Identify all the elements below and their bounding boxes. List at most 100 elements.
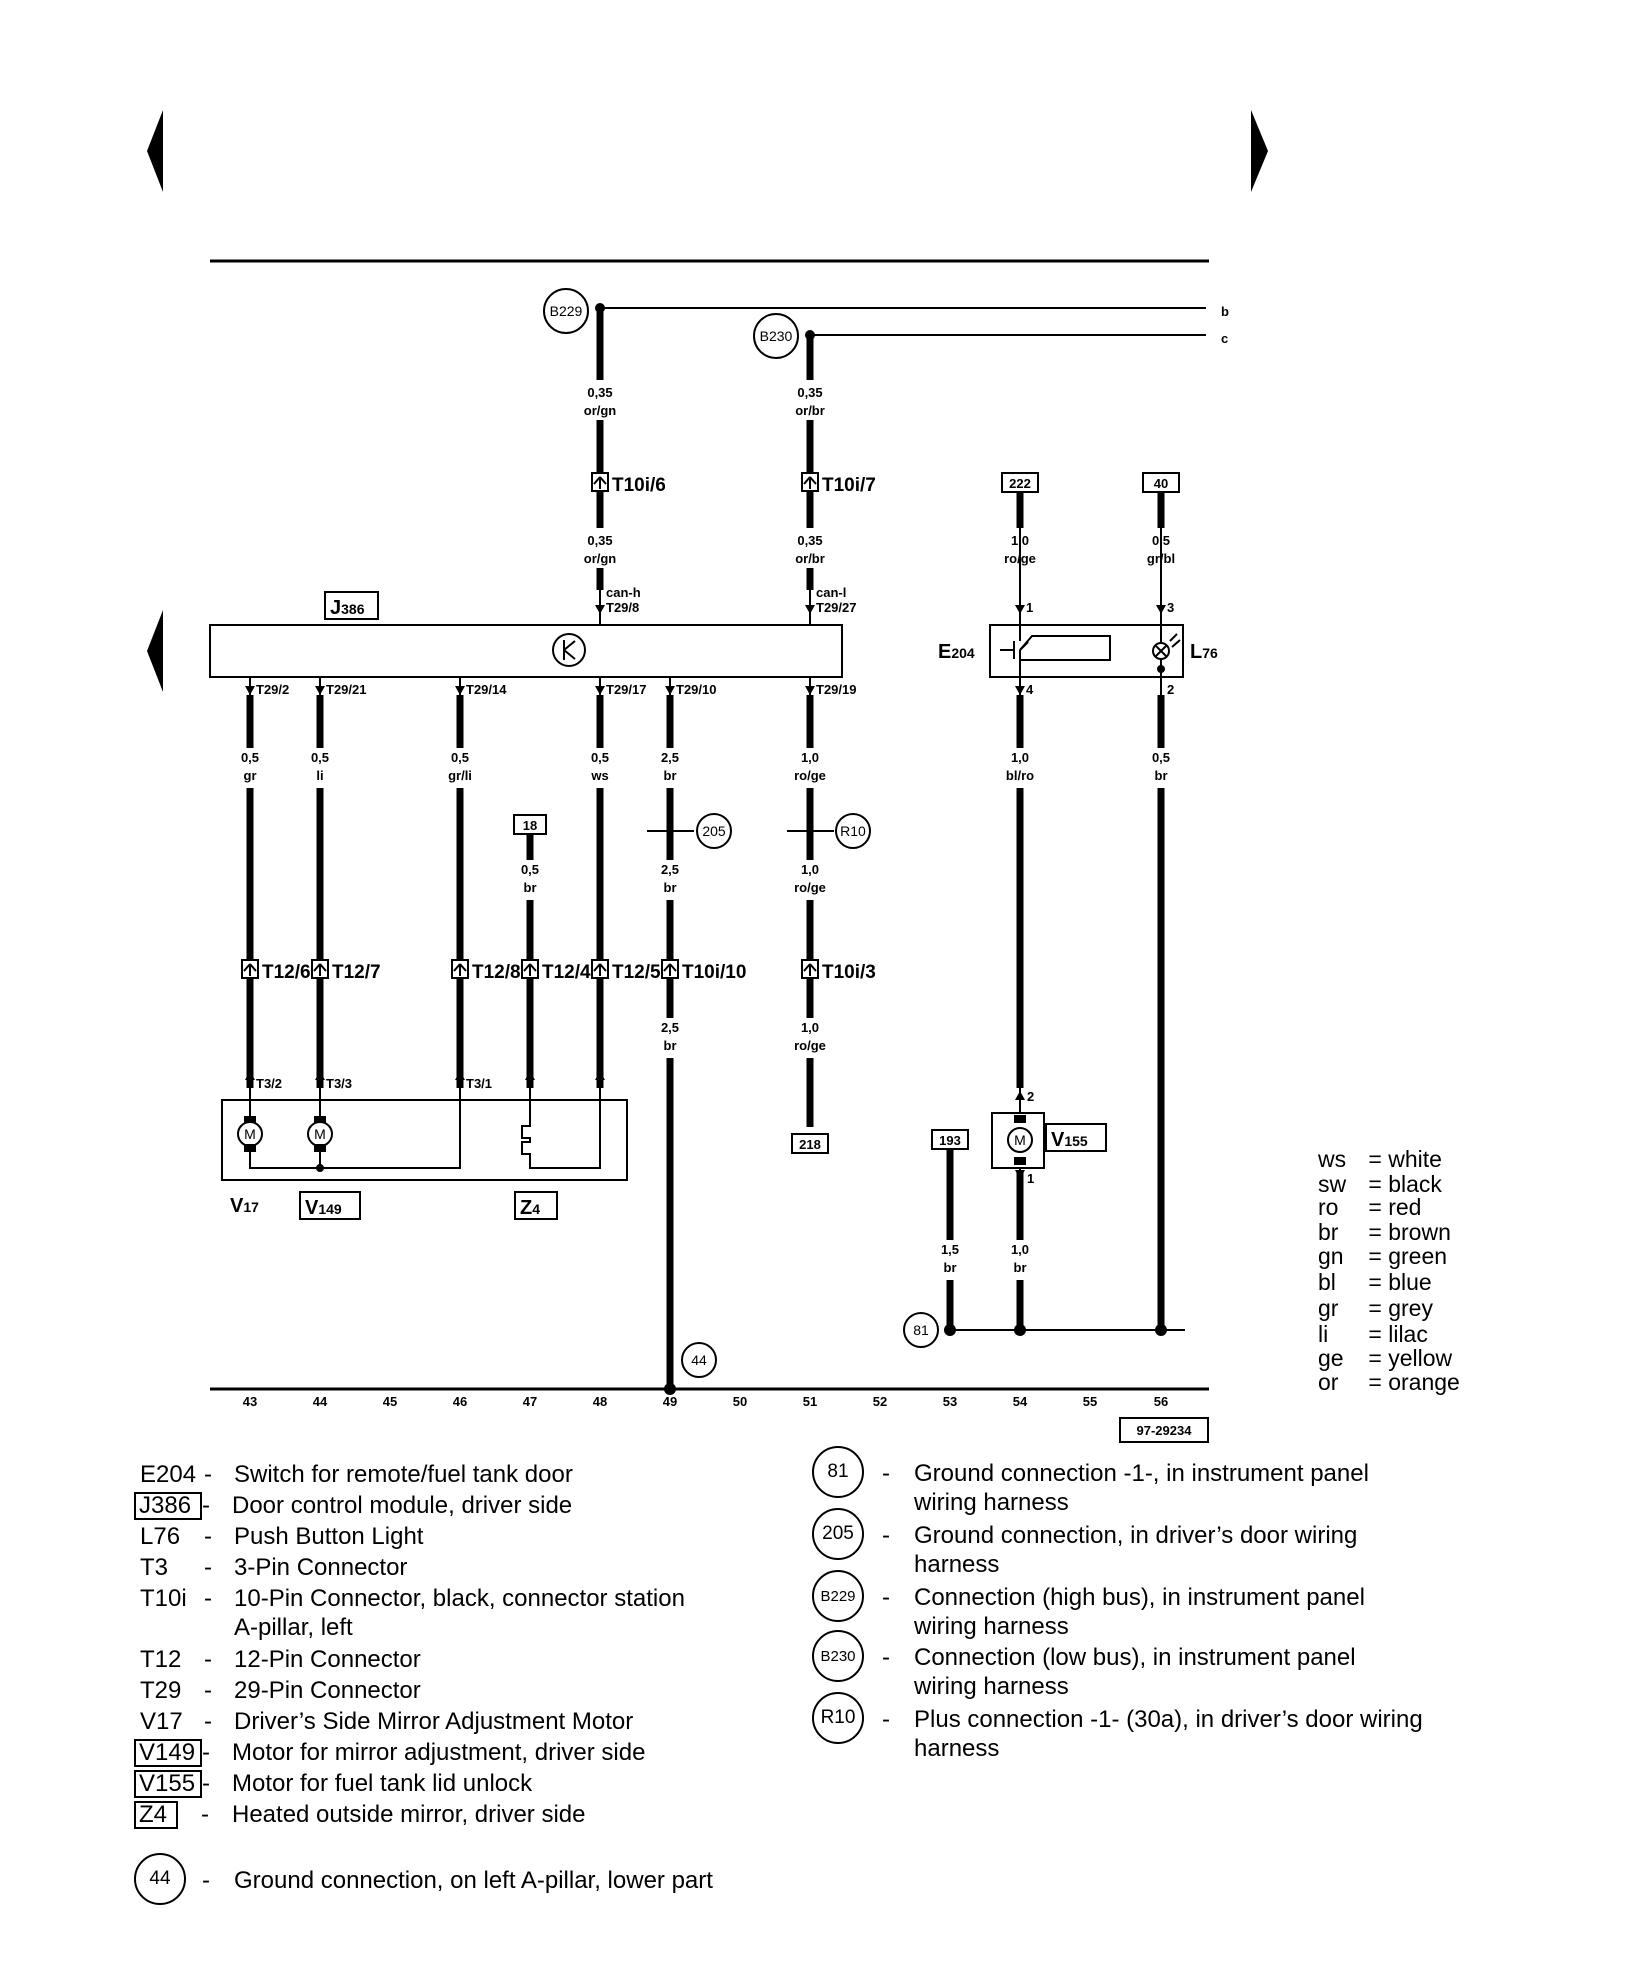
module-j386 [209, 624, 843, 678]
legend-connection-b230-icon: B230 [812, 1630, 864, 1682]
wire-spec-color: gr [244, 768, 257, 783]
color-code-row: gn = green [1318, 1243, 1448, 1269]
svg-text:51: 51 [803, 1394, 817, 1409]
svg-text:55: 55 [1083, 1394, 1097, 1409]
label-e204: E204 [938, 641, 975, 663]
pin-label: T29/17 [606, 682, 646, 697]
wire-spec-size: 0,35 [587, 533, 612, 548]
wire-spec-size: 0,5 [241, 750, 259, 765]
color-code-row: li = lilac [1318, 1321, 1428, 1347]
motor-v155: M [991, 1112, 1045, 1169]
pin-label: 1 [1026, 600, 1033, 615]
legend-item: V155-Motor for fuel tank lid unlock [134, 1769, 532, 1798]
label-l76: L76 [1190, 641, 1218, 663]
motor-v17-symbol: M [237, 1116, 263, 1152]
wire-spec-size: 0,5 [1152, 750, 1170, 765]
figure-id: 97-29234 [1119, 1417, 1209, 1443]
bus-c-label: c [1221, 331, 1228, 346]
legend-item: -Plus connection -1- (30a), in driver’s … [882, 1706, 1423, 1762]
wire-spec-size: 0,35 [587, 385, 612, 400]
switch-e204-light-l76 [989, 624, 1184, 678]
plus-point-r10: R10 [835, 813, 871, 849]
label-v17: V17 [230, 1195, 259, 1217]
legend-item: -Ground connection -1-, in instrument pa… [882, 1460, 1369, 1516]
label-z4: Z4 [514, 1191, 558, 1220]
connector-t12-8: T12/8 [451, 959, 521, 983]
wire-spec-size: 0,5 [591, 750, 609, 765]
terminal-218: 218 [791, 1133, 829, 1154]
pin-label: T29/14 [466, 682, 507, 697]
ground-point-81: 81 [903, 1312, 939, 1348]
pin-label: can-l [816, 585, 846, 600]
wire-spec-color: or/br [795, 403, 825, 418]
wire-spec-size: 1,0 [801, 862, 819, 877]
wire-spec-size: 2,5 [661, 1020, 679, 1035]
next-page-arrow-icon[interactable] [1251, 110, 1268, 192]
wire-spec-color: ro/ge [794, 768, 826, 783]
svg-text:V155: V155 [1051, 1129, 1088, 1151]
wire-spec-size: 1,5 [941, 1242, 959, 1257]
wire-spec-color: or/br [795, 551, 825, 566]
pin-label: 1 [1027, 1171, 1034, 1186]
track-numbers: 43 44 45 46 47 48 49 50 51 52 53 54 55 5… [243, 1394, 1168, 1409]
legend-item: -Ground connection, on left A-pillar, lo… [202, 1867, 713, 1894]
color-code-row: or = orange [1318, 1369, 1460, 1395]
ground-point-44: 44 [681, 1342, 717, 1378]
prev-page-arrow-icon[interactable] [147, 110, 163, 192]
svg-text:46: 46 [453, 1394, 467, 1409]
svg-text:M: M [1014, 1132, 1026, 1148]
wire-spec-size: 0,5 [311, 750, 329, 765]
wire-spec-color: br [944, 1260, 957, 1275]
svg-text:B229: B229 [550, 303, 583, 319]
svg-text:M: M [314, 1126, 326, 1142]
svg-text:J386: J386 [330, 597, 365, 619]
legend-ground-81-icon: 81 [812, 1446, 864, 1498]
legend-item: J386-Door control module, driver side [134, 1491, 572, 1520]
terminal-40: 40 [1142, 472, 1180, 493]
connector-t10i-7: T10i/7 [801, 472, 876, 496]
wire-spec-color: br [1155, 768, 1168, 783]
motor-v149-symbol: M [307, 1116, 333, 1152]
svg-text:T10i/3: T10i/3 [822, 962, 876, 983]
legend-item: -Connection (low bus), in instrument pan… [882, 1644, 1356, 1700]
terminal-222: 222 [1001, 472, 1039, 493]
pin-label: T3/3 [326, 1076, 352, 1091]
wire-spec-size: 0,35 [797, 533, 822, 548]
svg-text:48: 48 [593, 1394, 607, 1409]
wire-spec-size: 1,0 [1011, 750, 1029, 765]
wire-spec-color: br [1014, 1260, 1027, 1275]
terminal-18: 18 [513, 814, 547, 835]
wire-spec-size: 2,5 [661, 862, 679, 877]
legend-item: L76-Push Button Light [140, 1523, 424, 1550]
label-v149: V149 [299, 1191, 361, 1220]
svg-text:18: 18 [523, 818, 537, 833]
prev-section-arrow-icon[interactable] [147, 610, 163, 692]
bus-b-label: b [1221, 304, 1229, 319]
wire-spec-size: 1,0 [1011, 1242, 1029, 1257]
legend-plus-r10-icon: R10 [812, 1692, 864, 1744]
pin-label: 4 [1026, 682, 1034, 697]
svg-text:193: 193 [939, 1133, 961, 1148]
color-code-row: ws = white [1318, 1146, 1442, 1172]
svg-text:52: 52 [873, 1394, 887, 1409]
label-j386: J386 [324, 591, 379, 620]
color-code-row: ro = red [1318, 1194, 1422, 1220]
wire-spec-size: 0,5 [521, 862, 539, 877]
svg-text:56: 56 [1154, 1394, 1168, 1409]
legend-ground-44-icon: 44 [134, 1853, 186, 1905]
pin-label: 2 [1027, 1089, 1034, 1104]
legend-item: V17-Driver’s Side Mirror Adjustment Moto… [140, 1708, 634, 1735]
pin-label: T29/8 [606, 600, 639, 615]
legend-item: V149-Motor for mirror adjustment, driver… [134, 1738, 645, 1767]
legend-item: Z4-Heated outside mirror, driver side [134, 1800, 585, 1829]
connector-t10i-3: T10i/3 [801, 959, 876, 983]
connector-t12-6: T12/6 [241, 959, 311, 983]
svg-text:T10i/7: T10i/7 [822, 475, 876, 496]
svg-text:47: 47 [523, 1394, 537, 1409]
connector-t10i-6: T10i/6 [591, 472, 666, 496]
svg-text:B230: B230 [760, 328, 793, 344]
svg-text:222: 222 [1009, 476, 1031, 491]
ground-point-b229: B229 [543, 288, 589, 334]
svg-text:53: 53 [943, 1394, 957, 1409]
svg-text:M: M [244, 1126, 256, 1142]
